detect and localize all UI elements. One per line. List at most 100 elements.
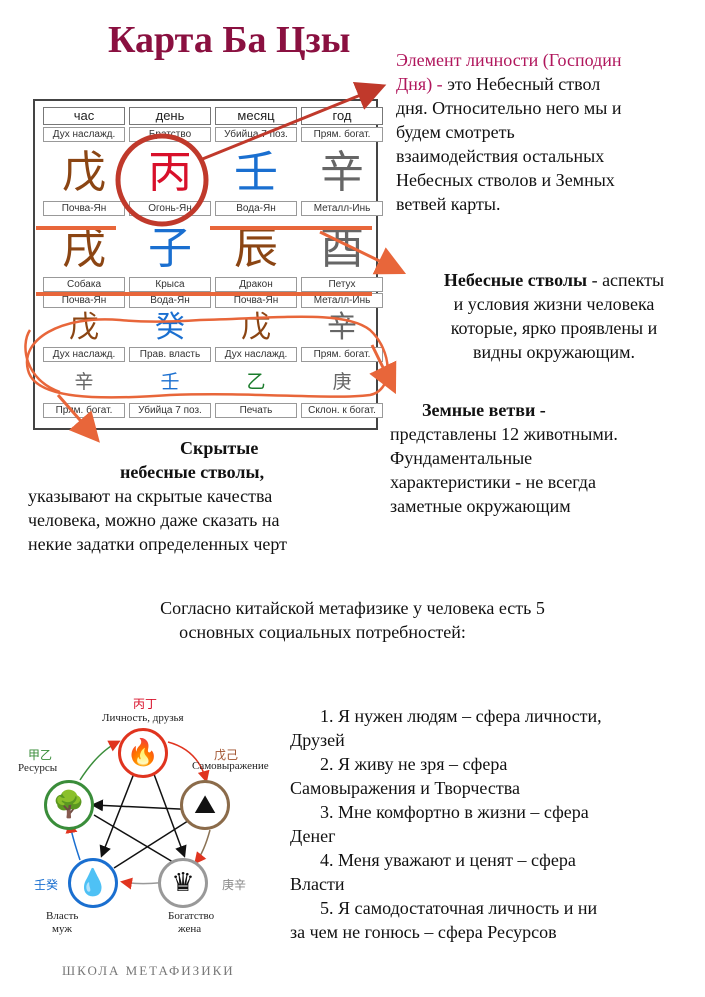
branch-animal: Крыса	[129, 277, 211, 292]
stem-element: Огонь-Ян	[129, 201, 211, 216]
need-item-first: 3. Мне комфортно в жизни – сфера	[320, 802, 589, 822]
water-drop-icon: 💧	[68, 858, 118, 908]
chart-column-month: месяц Убийца 7 поз. 壬 Вода-Ян 辰 Дракон П…	[213, 107, 299, 422]
hidden-stems-line: указывают на скрытые качества	[28, 486, 273, 506]
heavenly-stems-line: видны окружающим.	[472, 342, 636, 362]
earth-label: Самовыражение	[192, 760, 269, 772]
fire-icon: 🔥	[118, 728, 168, 778]
tree-icon: 🌳	[44, 780, 94, 830]
hidden-stem-secondary-label: Печать	[215, 403, 297, 418]
stem-element: Металл-Инь	[301, 201, 383, 216]
earthly-branch: 辰	[234, 223, 278, 274]
earthly-branch: 酉	[320, 223, 364, 274]
hidden-stem-label: Дух наслажд.	[215, 347, 297, 362]
metal-label-1: Богатство	[168, 910, 215, 922]
day-master-text-1: это Небесный ствол	[447, 74, 601, 94]
day-master-title-2: Дня) -	[396, 74, 448, 94]
heavenly-stems-block: Небесные стволы - аспекты и условия жизн…	[404, 268, 704, 364]
stem-label: Дух наслажд.	[43, 127, 125, 142]
need-item-first: 5. Я самодостаточная личность и ни	[320, 898, 598, 918]
chart-column-day: день Братство 丙 Огонь-Ян 子 Крыса Вода-Ян…	[127, 107, 213, 422]
metal-han: 庚辛	[222, 878, 247, 892]
earthly-branch: 戌	[62, 223, 106, 274]
heavenly-stem: 辛	[320, 147, 364, 198]
stem-element: Вода-Ян	[215, 201, 297, 216]
earthly-branches-line: представлены 12 животными.	[390, 424, 618, 444]
branch-element: Металл-Инь	[301, 293, 383, 308]
hidden-stem-secondary: 庚	[332, 371, 352, 393]
need-item-first: 4. Меня уважают и ценят – сфера	[320, 850, 576, 870]
intro-block: Согласно китайской метафизике у человека…	[0, 596, 705, 644]
water-han: 壬癸	[34, 878, 59, 892]
need-item-second: Денег	[290, 826, 336, 846]
hidden-stems-line: некие задатки определенных черт	[28, 534, 288, 554]
water-label-2: муж	[52, 923, 72, 935]
column-header: день	[129, 107, 211, 125]
need-item-second: Друзей	[290, 730, 345, 750]
crown-icon: ♛	[158, 858, 208, 908]
earthly-branches-title: Земные ветви -	[422, 400, 546, 420]
metal-label-2: жена	[178, 923, 202, 935]
branch-element: Вода-Ян	[129, 293, 211, 308]
chart-column-hour: час Дух наслажд. 戊 Почва-Ян 戌 Собака Поч…	[41, 107, 127, 422]
branch-animal: Петух	[301, 277, 383, 292]
earth-han: 戊己	[214, 748, 239, 762]
hidden-stems-line: человека, можно даже сказать на	[28, 510, 280, 530]
column-header: год	[301, 107, 383, 125]
earthly-branches-line: заметные окружающим	[390, 496, 571, 516]
hidden-stems-title-2: небесные стволы,	[120, 462, 265, 482]
hidden-stems-block: Скрытые небесные стволы, указывают на ск…	[28, 436, 287, 556]
stem-label: Братство	[129, 127, 211, 142]
day-master-line: взаимодействия остальных	[396, 146, 605, 166]
need-item-second: Власти	[290, 874, 345, 894]
column-header: час	[43, 107, 125, 125]
wood-han: 甲乙	[28, 748, 53, 762]
fire-label: Личность, друзья	[102, 712, 184, 724]
stem-label: Убийца 7 поз.	[215, 127, 297, 142]
heavenly-stems-line: - аспекты	[587, 270, 665, 290]
earthly-branches-block: Земные ветви - представлены 12 животными…	[390, 398, 618, 518]
needs-list: 1. Я нужен людям – сфера личности, Друзе…	[290, 704, 695, 944]
hidden-stem-secondary-label: Убийца 7 поз.	[129, 403, 211, 418]
hidden-stem-label: Прав. власть	[129, 347, 211, 362]
day-master-line: ветвей карты.	[396, 194, 501, 214]
branch-element: Почва-Ян	[215, 293, 297, 308]
branch-animal: Собака	[43, 277, 125, 292]
water-label-1: Власть	[46, 910, 79, 922]
earthly-branches-line: Фундаментальные	[390, 448, 533, 468]
need-item-second: за чем не гонюсь – сфера Ресурсов	[290, 922, 557, 942]
hidden-stem: 戊	[69, 310, 99, 345]
heavenly-stem: 丙	[148, 147, 192, 198]
branch-element: Почва-Ян	[43, 293, 125, 308]
stem-label: Прям. богат.	[301, 127, 383, 142]
hidden-stem: 癸	[155, 310, 185, 345]
hidden-stem-secondary-label: Склон. к богат.	[301, 403, 383, 418]
intro-line: основных социальных потребностей:	[179, 622, 466, 642]
heavenly-stems-line: которые, ярко проявлены и	[450, 318, 658, 338]
heavenly-stem: 戊	[62, 147, 106, 198]
day-master-block: Элемент личности (Господин Дня) - это Не…	[396, 48, 622, 216]
bazi-chart: час Дух наслажд. 戊 Почва-Ян 戌 Собака Поч…	[33, 99, 383, 430]
earthly-branches-line: характеристики - не всегда	[390, 472, 596, 492]
need-item-first: 1. Я нужен людям – сфера личности,	[320, 706, 602, 726]
intro-line: Согласно китайской метафизике у человека…	[160, 598, 545, 618]
hidden-stem: 戊	[241, 310, 271, 345]
chart-column-year: год Прям. богат. 辛 Металл-Инь 酉 Петух Ме…	[299, 107, 385, 422]
mountain-icon: ⛰	[180, 780, 230, 830]
hidden-stem-label: Дух наслажд.	[43, 347, 125, 362]
column-header: месяц	[215, 107, 297, 125]
brand-footer: ШКОЛА МЕТАФИЗИКИ	[62, 963, 235, 978]
day-master-line: Небесных стволов и Земных	[396, 170, 615, 190]
hidden-stem-secondary-label: Прям. богат.	[43, 403, 125, 418]
wood-label: Ресурсы	[18, 762, 58, 774]
heavenly-stem: 壬	[234, 147, 278, 198]
day-master-line: дня. Относительно него мы и	[396, 98, 622, 118]
need-item-second: Самовыражения и Творчества	[290, 778, 520, 798]
branch-animal: Дракон	[215, 277, 297, 292]
hidden-stem: 辛	[327, 310, 357, 345]
fire-han: 丙丁	[133, 697, 158, 711]
day-master-title-1: Элемент личности (Господин	[396, 50, 622, 70]
heavenly-stems-title: Небесные стволы	[443, 270, 588, 290]
stem-element: Почва-Ян	[43, 201, 125, 216]
heavenly-stems-line: и условия жизни человека	[453, 294, 655, 314]
